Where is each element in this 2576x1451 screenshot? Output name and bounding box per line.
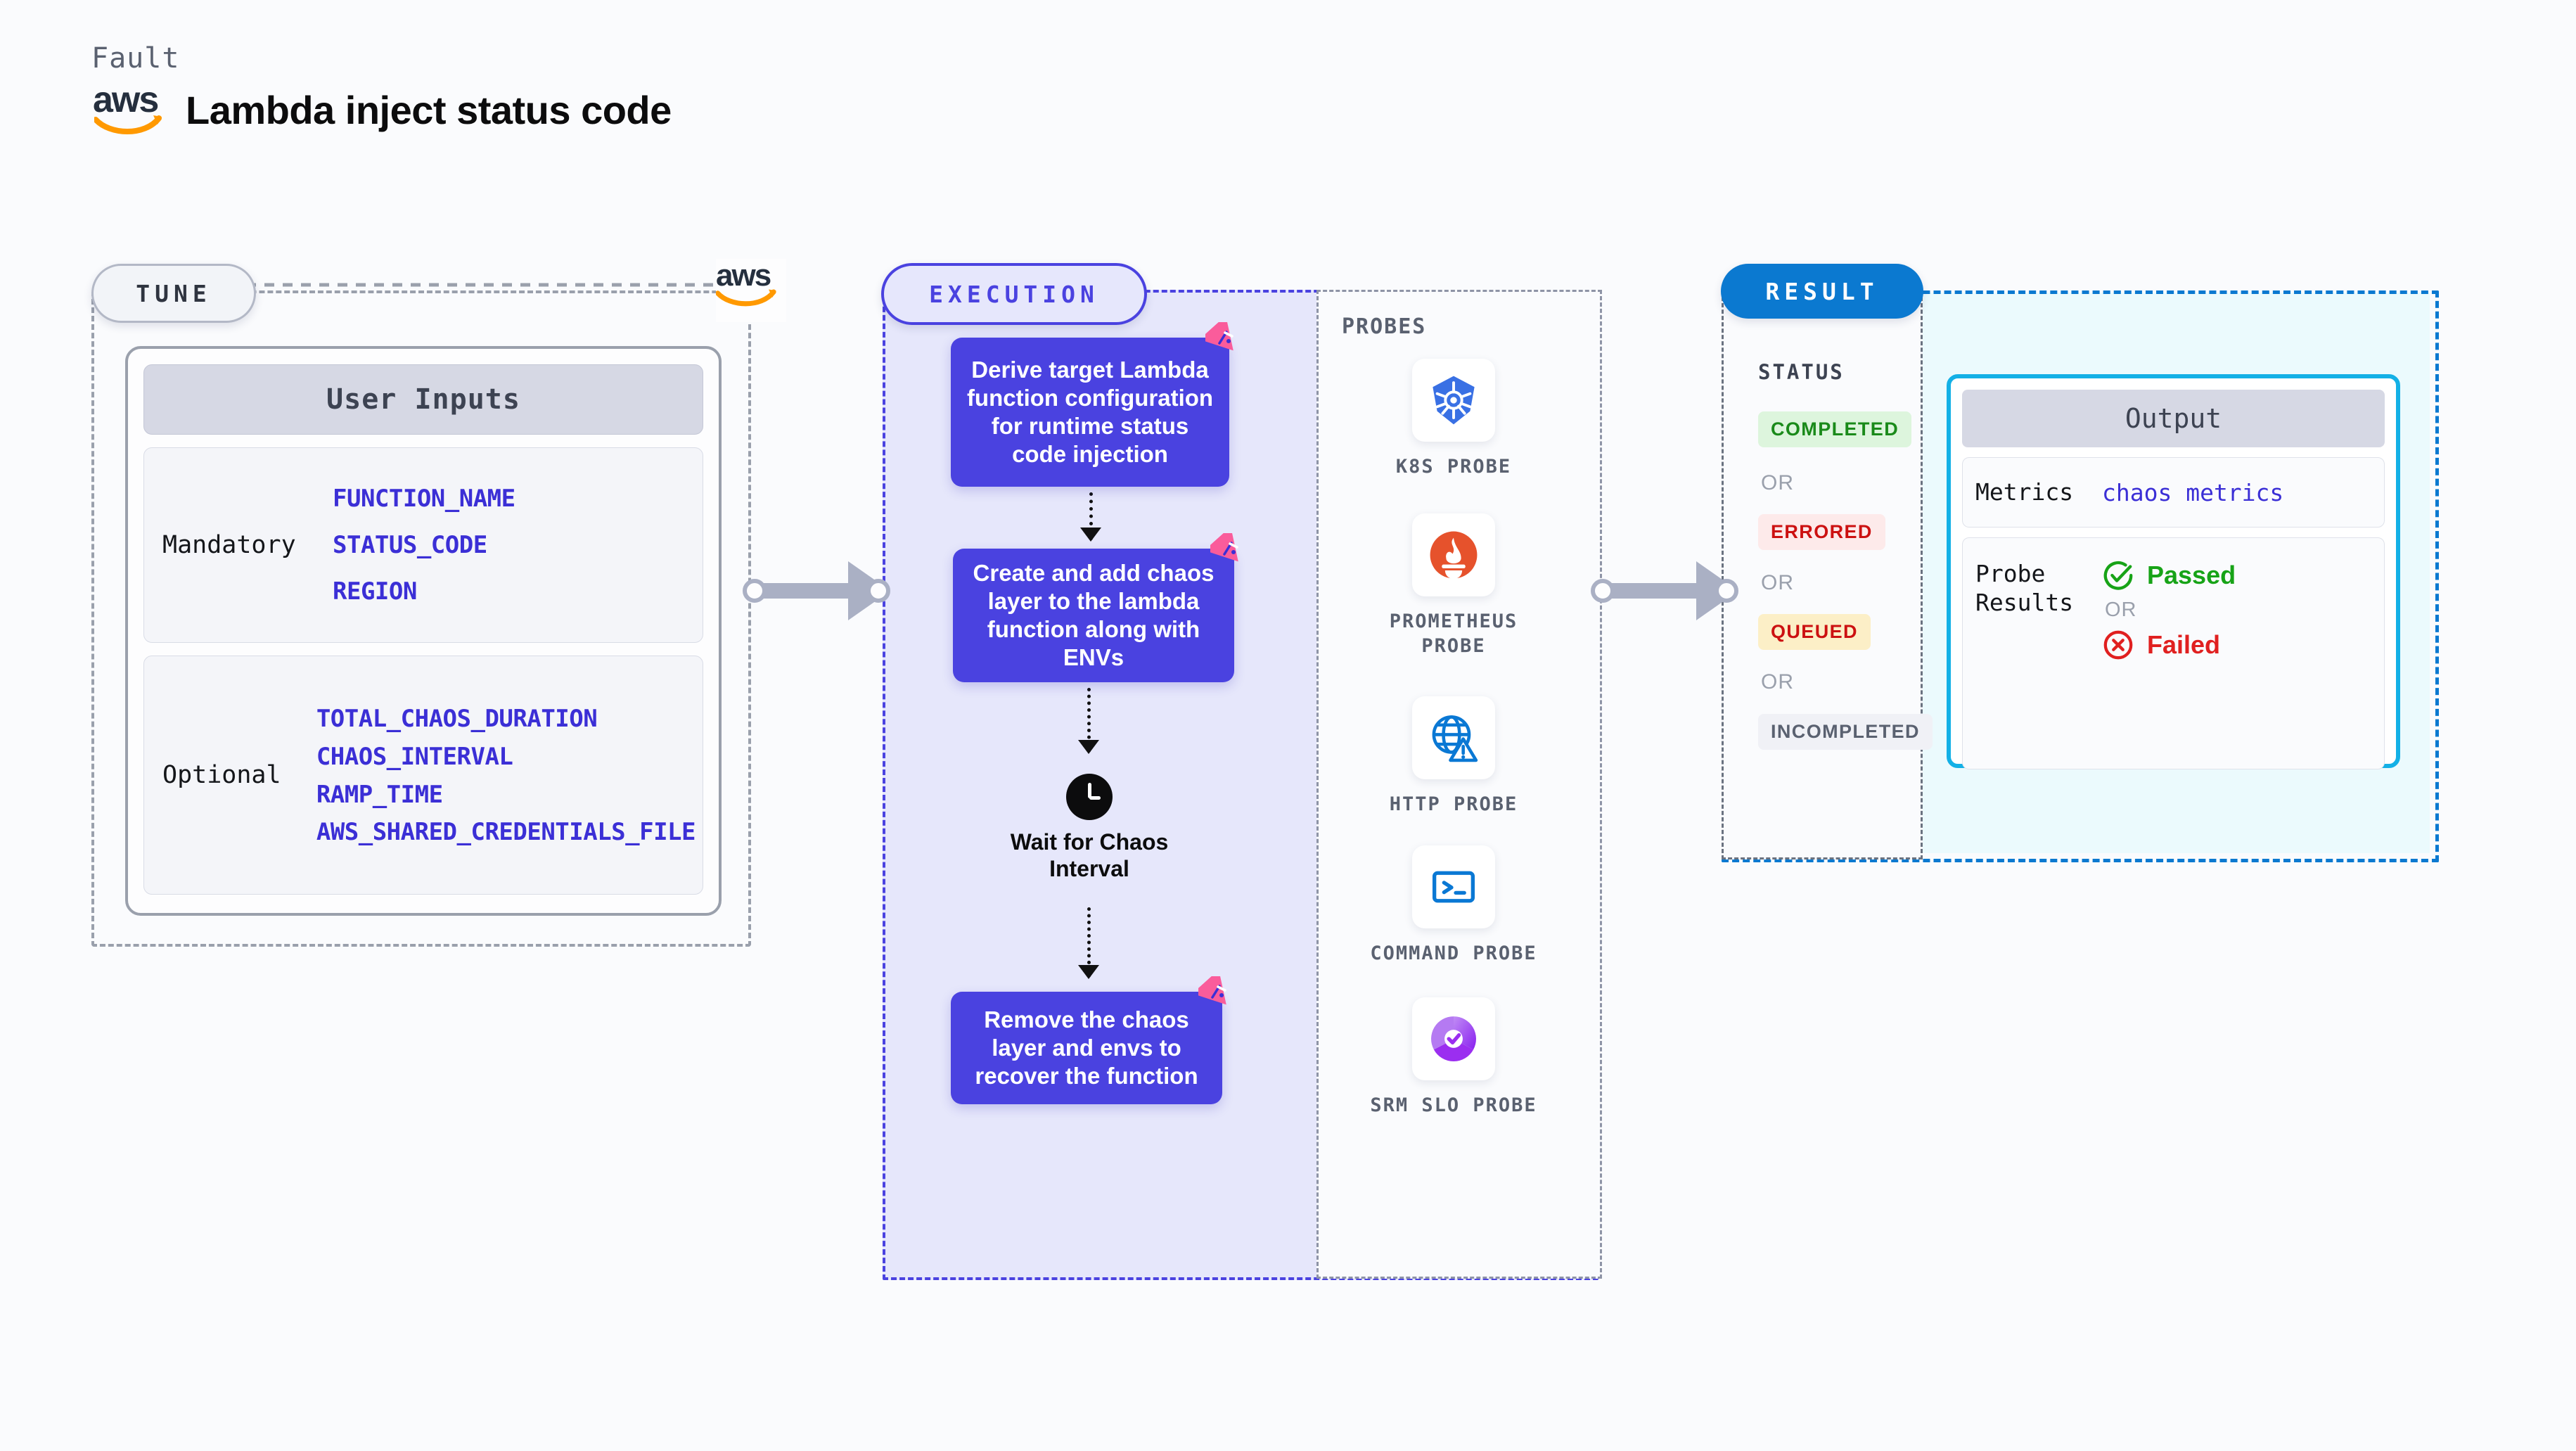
- execution-step-1-text: Derive target Lambda function configurat…: [966, 356, 1214, 468]
- execution-step-remove-chaos-layer[interactable]: Remove the chaos layer and envs to recov…: [951, 976, 1226, 1104]
- connector-execution-to-result: [1591, 561, 1738, 620]
- litmus-icon: [1205, 322, 1233, 351]
- probe-result-or: OR: [2105, 599, 2137, 621]
- tune-var-region: REGION: [333, 577, 417, 606]
- execution-pill[interactable]: EXECUTION: [881, 263, 1147, 325]
- status-badge-completed: COMPLETED: [1758, 411, 1912, 447]
- aws-smile-icon: [94, 115, 162, 134]
- terminal-icon: [1412, 845, 1495, 928]
- tune-dashed-line: [246, 283, 738, 287]
- check-circle-icon: [2103, 561, 2133, 590]
- tune-var-chaos-interval: CHAOS_INTERVAL: [316, 742, 513, 771]
- output-card: Output Metrics chaos metrics Probe Resul…: [1947, 374, 2400, 769]
- kubernetes-icon: [1412, 359, 1495, 442]
- output-metrics-value[interactable]: chaos metrics: [2102, 478, 2284, 506]
- probe-http[interactable]: HTTP PROBE: [1366, 696, 1542, 817]
- probe-command-label: COMMAND PROBE: [1370, 942, 1537, 964]
- aws-mini-wordmark: aws: [716, 258, 771, 293]
- probe-prometheus-label: PROMETHEUS PROBE: [1389, 611, 1518, 658]
- connector-tune-to-execution: [743, 561, 890, 620]
- probe-http-label: HTTP PROBE: [1389, 793, 1518, 815]
- status-badge-queued: QUEUED: [1758, 614, 1871, 650]
- tune-var-total-chaos-duration: TOTAL_CHAOS_DURATION: [316, 704, 598, 733]
- litmus-icon: [1210, 533, 1238, 562]
- http-globe-icon: [1412, 696, 1495, 779]
- status-title: STATUS: [1758, 360, 1845, 384]
- probe-prometheus[interactable]: PROMETHEUS PROBE: [1366, 513, 1542, 658]
- probe-result-passed-label: Passed: [2147, 561, 2236, 589]
- probe-result-failed-label: Failed: [2147, 630, 2221, 659]
- output-title: Output: [1962, 390, 2385, 447]
- flow-arrow-1: [1080, 492, 1101, 542]
- output-probe-results-key: Probe Results: [1975, 560, 2074, 617]
- output-metrics-row: Metrics chaos metrics: [1962, 457, 2385, 528]
- status-or-2: OR: [1761, 571, 1794, 594]
- output-metrics-key: Metrics: [1975, 478, 2074, 506]
- tune-pill[interactable]: TUNE: [91, 264, 256, 323]
- flow-arrow-2: [1078, 688, 1099, 754]
- aws-wordmark: aws: [93, 79, 159, 120]
- status-badge-incompleted: INCOMPLETED: [1758, 714, 1933, 750]
- clock-icon: [1066, 774, 1113, 820]
- page-title: Lambda inject status code: [186, 87, 672, 132]
- probes-region: [1316, 290, 1602, 1279]
- probe-result-passed: Passed: [2102, 559, 2236, 592]
- page-header: Fault aws Lambda inject status code: [91, 42, 672, 138]
- optional-group: Optional TOTAL_CHAOS_DURATION CHAOS_INTE…: [143, 656, 703, 895]
- probe-result-failed: Failed: [2102, 629, 2236, 661]
- tune-var-function-name: FUNCTION_NAME: [333, 485, 515, 513]
- srm-slo-icon: [1412, 997, 1495, 1080]
- tune-region: [91, 290, 751, 947]
- wait-for-chaos-interval-node: Wait for Chaos Interval: [980, 774, 1198, 883]
- probe-k8s[interactable]: K8S PROBE: [1366, 359, 1542, 479]
- aws-logo: aws: [91, 82, 169, 138]
- output-probe-results-row: Probe Results Passed OR Failed: [1962, 537, 2385, 769]
- aws-mini-logo: aws: [716, 259, 786, 322]
- probe-srm-slo[interactable]: SRM SLO PROBE: [1366, 997, 1542, 1118]
- result-pill[interactable]: RESULT: [1721, 264, 1923, 319]
- tune-var-status-code: STATUS_CODE: [333, 531, 487, 559]
- probes-title: PROBES: [1342, 314, 1427, 339]
- status-or-3: OR: [1761, 670, 1794, 693]
- tune-var-aws-shared-credentials-file: AWS_SHARED_CREDENTIALS_FILE: [316, 817, 696, 846]
- user-inputs-title: User Inputs: [143, 364, 703, 435]
- status-badge-errored: ERRORED: [1758, 514, 1885, 550]
- execution-step-add-chaos-layer[interactable]: Create and add chaos layer to the lambda…: [953, 533, 1238, 682]
- x-circle-icon: [2103, 630, 2133, 660]
- probe-srm-slo-label: SRM SLO PROBE: [1370, 1094, 1537, 1116]
- tune-var-ramp-time: RAMP_TIME: [316, 780, 443, 809]
- mandatory-group: Mandatory FUNCTION_NAME STATUS_CODE REGI…: [143, 447, 703, 643]
- optional-vars: TOTAL_CHAOS_DURATION CHAOS_INTERVAL RAMP…: [316, 695, 703, 855]
- mandatory-vars: FUNCTION_NAME STATUS_CODE REGION: [333, 466, 703, 624]
- probe-command[interactable]: COMMAND PROBE: [1366, 845, 1542, 966]
- wait-node-label: Wait for Chaos Interval: [1010, 829, 1169, 882]
- output-probe-results-values: Passed OR Failed: [2102, 559, 2236, 665]
- optional-label: Optional: [162, 761, 281, 789]
- litmus-icon: [1198, 976, 1226, 1005]
- execution-step-3-text: Remove the chaos layer and envs to recov…: [975, 1006, 1198, 1089]
- fault-kicker: Fault: [91, 42, 180, 75]
- aws-mini-smile-icon: [716, 289, 776, 307]
- flow-arrow-3: [1078, 907, 1099, 979]
- execution-step-2-text: Create and add chaos layer to the lambda…: [973, 559, 1215, 671]
- status-or-1: OR: [1761, 471, 1794, 494]
- mandatory-label: Mandatory: [162, 531, 296, 559]
- user-inputs-card: User Inputs Mandatory FUNCTION_NAME STAT…: [125, 346, 722, 916]
- execution-step-derive-config[interactable]: Derive target Lambda function configurat…: [951, 322, 1233, 487]
- prometheus-icon: [1412, 513, 1495, 596]
- probe-k8s-label: K8S PROBE: [1395, 456, 1512, 478]
